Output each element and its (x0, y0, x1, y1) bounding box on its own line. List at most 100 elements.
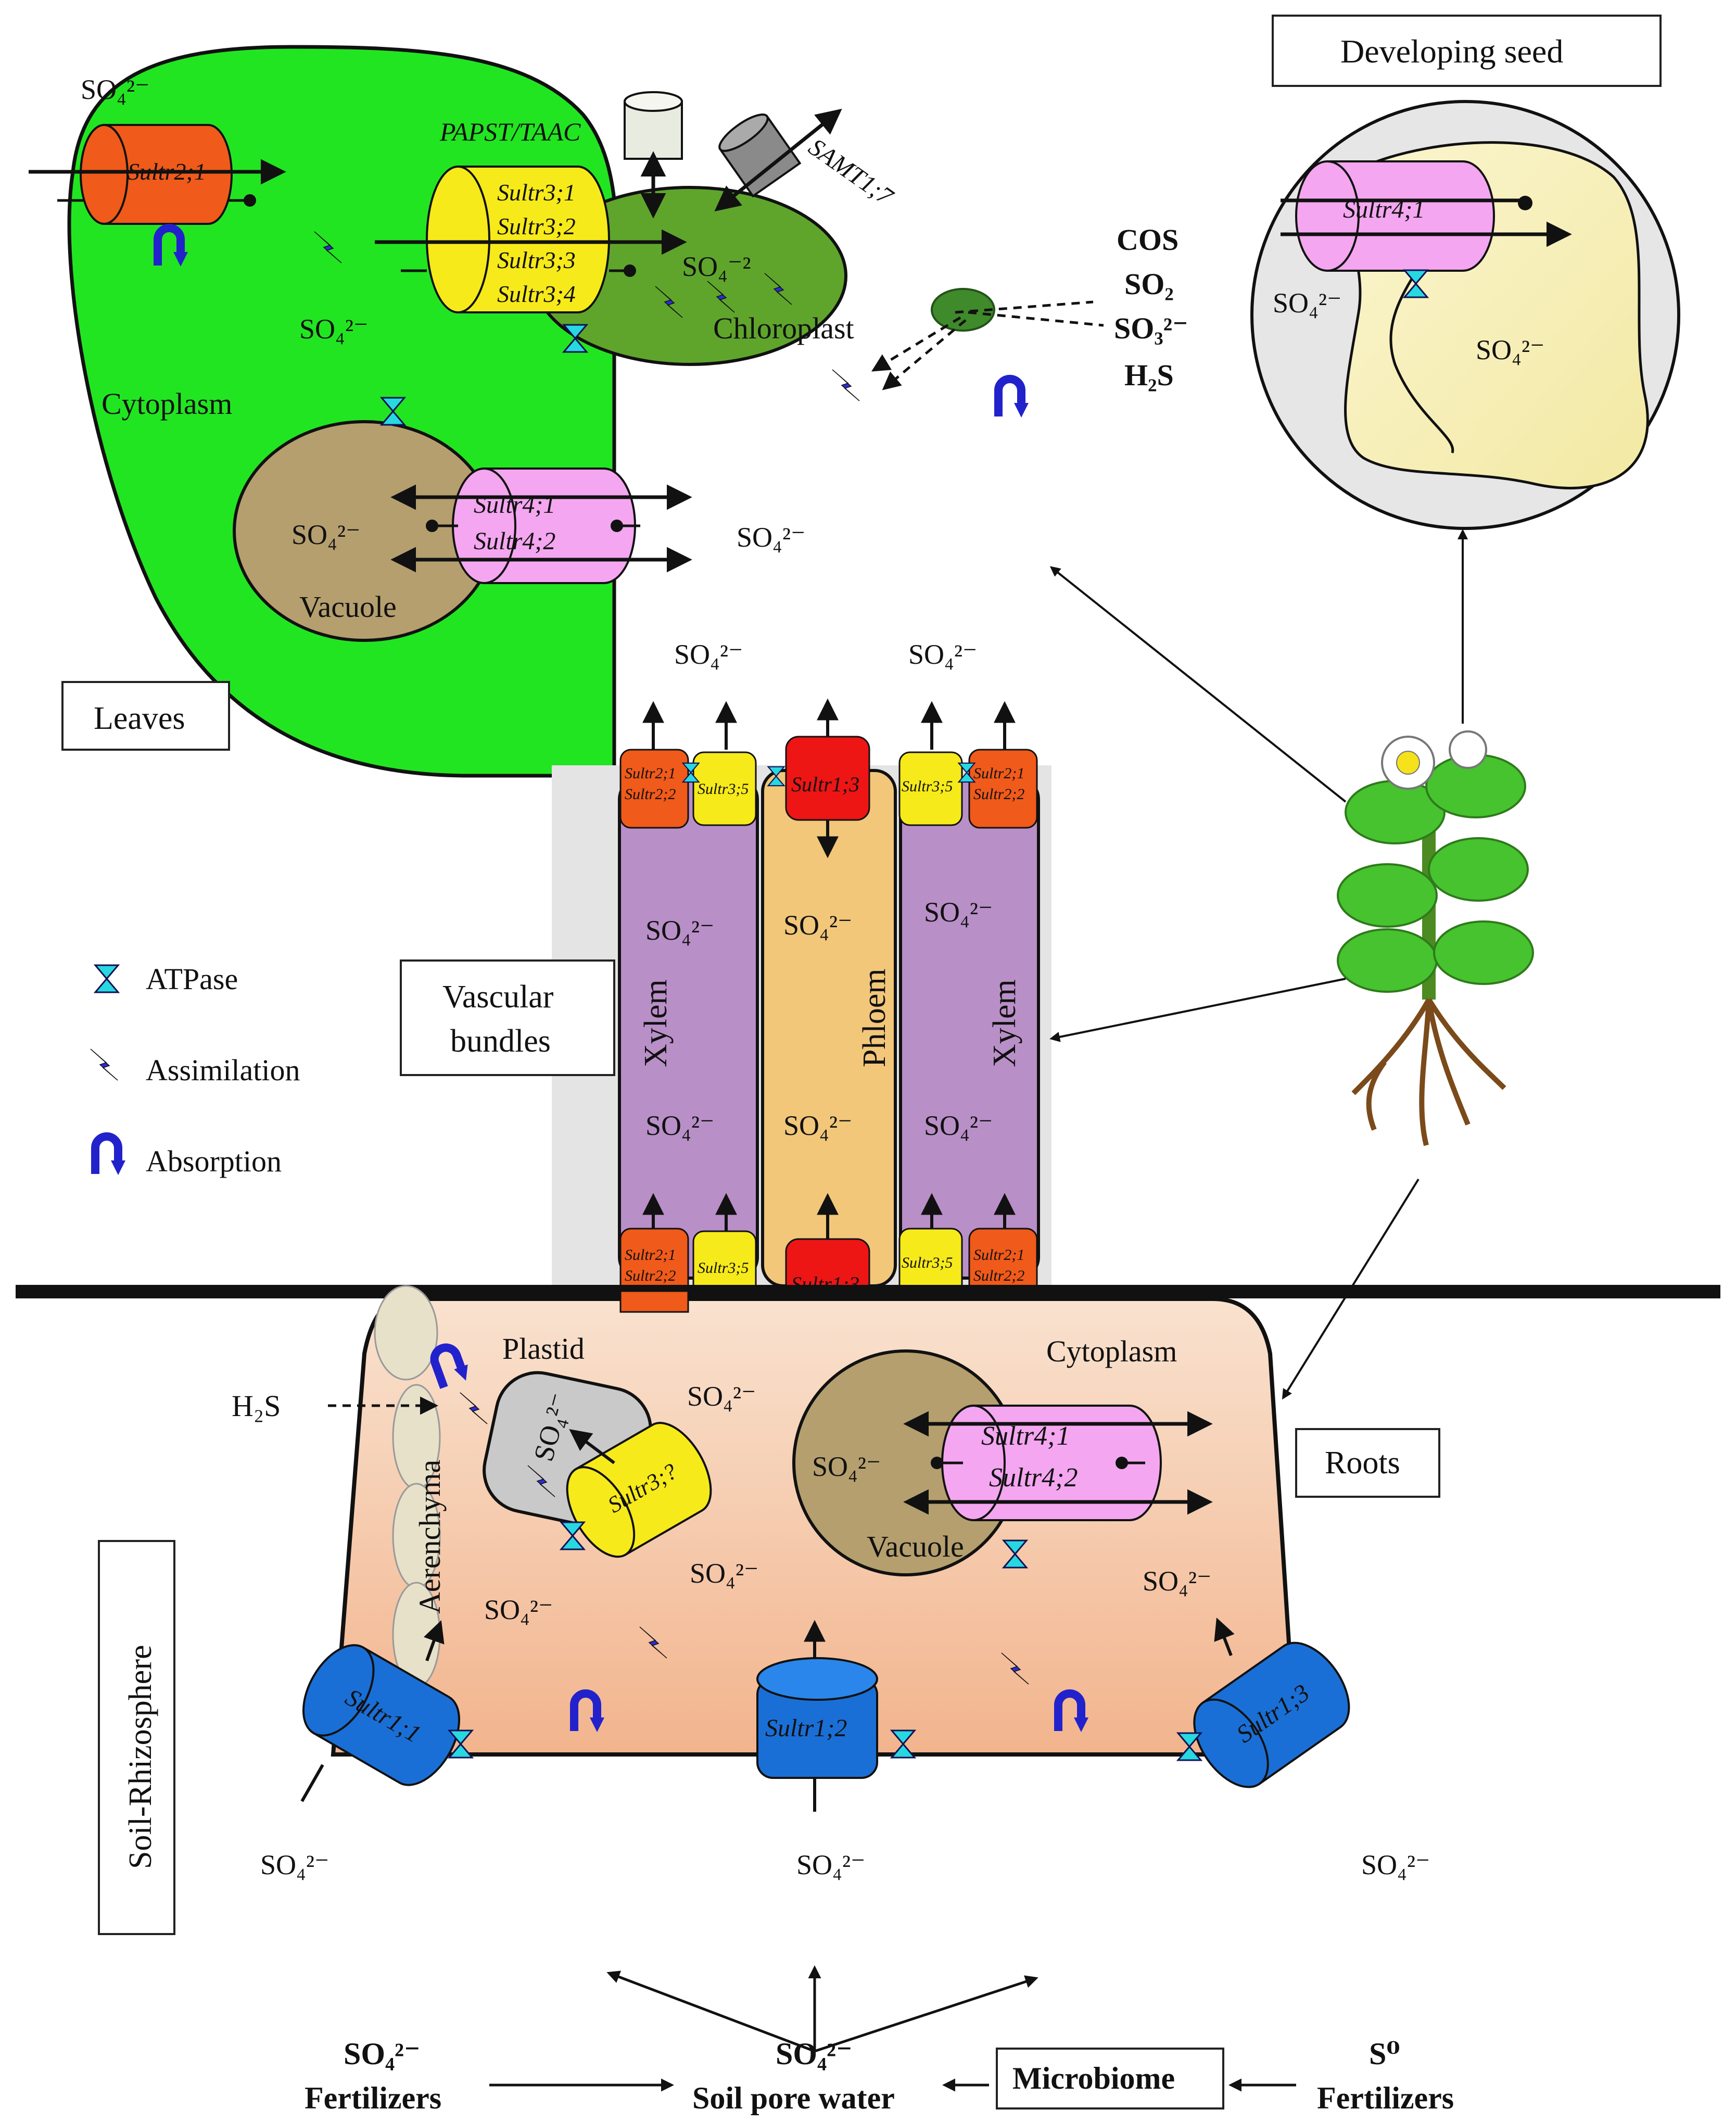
seed-so4-right: SO₄²⁻ (1476, 334, 1545, 365)
sultr-label: Sultr3;5 (698, 780, 749, 798)
stomata-icon (931, 288, 995, 332)
absorption-icon (998, 379, 1029, 418)
s0-fertilizers-line2: Fertilizers (1317, 2081, 1454, 2115)
leaf-sultr3-transporter: Sultr3;1 Sultr3;2 Sultr3;3 Sultr3;4 (375, 166, 687, 313)
sultr-label: Sultr3;5 (902, 1254, 953, 1271)
soil-pore-line2: Soil pore water (692, 2081, 895, 2115)
soil-so4-center: SO₄²⁻ (796, 1849, 866, 1880)
sultr-label: Sultr1;3 (791, 773, 859, 796)
root-h2s: H₂S (232, 1389, 281, 1423)
plastid-sultr3-transporter: Sultr3;? (566, 1422, 712, 1558)
vascular-label-box (400, 959, 615, 1076)
sultr-label: Sultr4;2 (474, 527, 555, 555)
soil-label: Soil-Rhizosphere (123, 1645, 158, 1870)
aerenchyma-cells (374, 1285, 441, 1688)
root-so4-2: SO₄²⁻ (690, 1558, 759, 1589)
roots-label-box (1295, 1428, 1440, 1498)
microbiome-box (996, 2048, 1224, 2110)
soil-pore-line1: SO₄²⁻ (776, 2037, 853, 2071)
papst-label: PAPST/TAAC (439, 117, 581, 146)
so4-fertilizers-line1: SO₄²⁻ (344, 2037, 421, 2071)
legend-absorption: Absorption (146, 1144, 282, 1178)
sultr-label: Sultr3;2 (497, 213, 576, 239)
gas-so3: SO₃²⁻ (1114, 311, 1188, 345)
seed-label-box (1272, 15, 1662, 87)
arrow-plant-to-leaves (1049, 566, 1347, 803)
legend-assimilation: Assimilation (146, 1053, 300, 1087)
so4-fertilizers-line2: Fertilizers (305, 2081, 441, 2115)
legend-atpase: ATPase (146, 962, 238, 996)
xylem-left-so4-bot: SO₄²⁻ (645, 1110, 715, 1141)
leaf-vacuole-label: Vacuole (299, 590, 397, 624)
leaf-so4-cytoplasm-3: SO₄²⁻ (674, 639, 743, 670)
sultr-label: Sultr3;4 (497, 281, 576, 307)
seed-so4-left: SO₄²⁻ (1273, 287, 1342, 319)
absorption-icon (95, 1136, 125, 1175)
soil-so4-right: SO₄²⁻ (1361, 1849, 1430, 1880)
leaf-vacuole-so4: SO₄²⁻ (292, 519, 361, 550)
phloem-so4-top: SO₄²⁻ (783, 910, 853, 941)
sultr-label: Sultr2;2 (973, 786, 1024, 803)
vascular-label-line2: bundles (450, 1024, 551, 1059)
xylem-right-label: Xylem (987, 979, 1022, 1067)
soil-label-box (98, 1540, 175, 1935)
aerenchyma-label: Aerenchyma (413, 1460, 447, 1614)
sultr-label: Sultr2;1 (973, 1246, 1024, 1264)
leaf-sultr2-1-transporter: Sultr2;1 (29, 124, 286, 225)
root-so4-1: SO₄²⁻ (687, 1381, 756, 1412)
sultr1-3-transporter: Sultr1;3 (1193, 1641, 1350, 1788)
chloroplast-so4: SO₄⁻² (682, 251, 751, 282)
roots-label: Roots (1325, 1445, 1400, 1481)
sultr-label: Sultr1;2 (765, 1714, 847, 1742)
atpase-icon (94, 964, 119, 993)
sultr-label: Sultr2;2 (625, 786, 676, 803)
soil-line (16, 1285, 1720, 1298)
sultr-label: Sultr3;1 (497, 179, 576, 206)
leaves-label: Leaves (94, 701, 185, 736)
plant-illustration (1337, 730, 1534, 1146)
arrow-plant-to-vascular (1049, 978, 1346, 1042)
sultr1-1-transporter: Sultr1;1 (302, 1644, 461, 1786)
leaf-sultr4-transporter: Sultr4;1 Sultr4;2 (390, 468, 692, 584)
soil-so4-left: SO₄²⁻ (260, 1849, 330, 1880)
leaf-cytoplasm-label: Cytoplasm (102, 387, 232, 421)
assimilation-icon (832, 369, 860, 401)
leaf-so4-cytoplasm-2: SO₄²⁻ (737, 522, 806, 553)
root-vacuole-so4: SO₄²⁻ (812, 1451, 881, 1482)
root-sultr4-transporter: Sultr4;1 Sultr4;2 (903, 1405, 1213, 1521)
seed-sultr4-transporter: Sultr4;1 (1281, 160, 1572, 272)
papst-transporter (624, 91, 683, 219)
sultr-label: Sultr3;3 (497, 247, 576, 273)
sultr-label: Sultr4;1 (981, 1421, 1070, 1451)
sultr-label: Sultr4;2 (989, 1463, 1078, 1493)
sultr-label: Sultr4;1 (474, 491, 555, 519)
sultr-label: Sultr3;5 (698, 1259, 749, 1277)
leaves-label-box (61, 681, 230, 751)
sultr-label: Sultr2;1 (625, 765, 676, 782)
root-cytoplasm-label: Cytoplasm (1046, 1334, 1177, 1368)
phloem-so4-bot: SO₄²⁻ (783, 1110, 853, 1141)
root-vacuole-label: Vacuole (867, 1530, 964, 1563)
leaf-so4-topleft: SO₄²⁻ (81, 74, 150, 105)
xylem-right-so4-bot: SO₄²⁻ (924, 1110, 993, 1141)
sultr-label: Sultr2;1 (625, 1246, 676, 1264)
root-so4-3: SO₄²⁻ (484, 1594, 553, 1625)
gas-so2: SO₂ (1124, 267, 1174, 301)
vascular-label-line1: Vascular (442, 979, 554, 1015)
xylem-right-so4-top: SO₄²⁻ (924, 896, 993, 928)
leaf-so4-cytoplasm-1: SO₄²⁻ (299, 313, 369, 345)
microbiome-label: Microbiome (1012, 2061, 1175, 2095)
sultr-label: Sultr2;2 (625, 1267, 676, 1284)
samt-label: SAMT1;7 (804, 133, 899, 211)
gas-cos: COS (1117, 223, 1179, 257)
s0-fertilizers-line1: S⁰ (1369, 2037, 1400, 2071)
xylem-left-label: Xylem (638, 979, 674, 1067)
sultr-label: Sultr3;5 (902, 778, 953, 795)
sultr1-2-transporter: Sultr1;2 (756, 1657, 878, 1779)
sultr-label: Sultr2;2 (973, 1267, 1024, 1284)
vascular-top-transporters: Sultr2;1 Sultr2;2 Sultr3;5 Sultr1;3 Sult… (619, 698, 1038, 858)
sultr-label: Sultr2;1 (973, 765, 1024, 782)
gas-h2s: H₂S (1124, 358, 1174, 392)
root-so4-4: SO₄²⁻ (1143, 1565, 1212, 1597)
